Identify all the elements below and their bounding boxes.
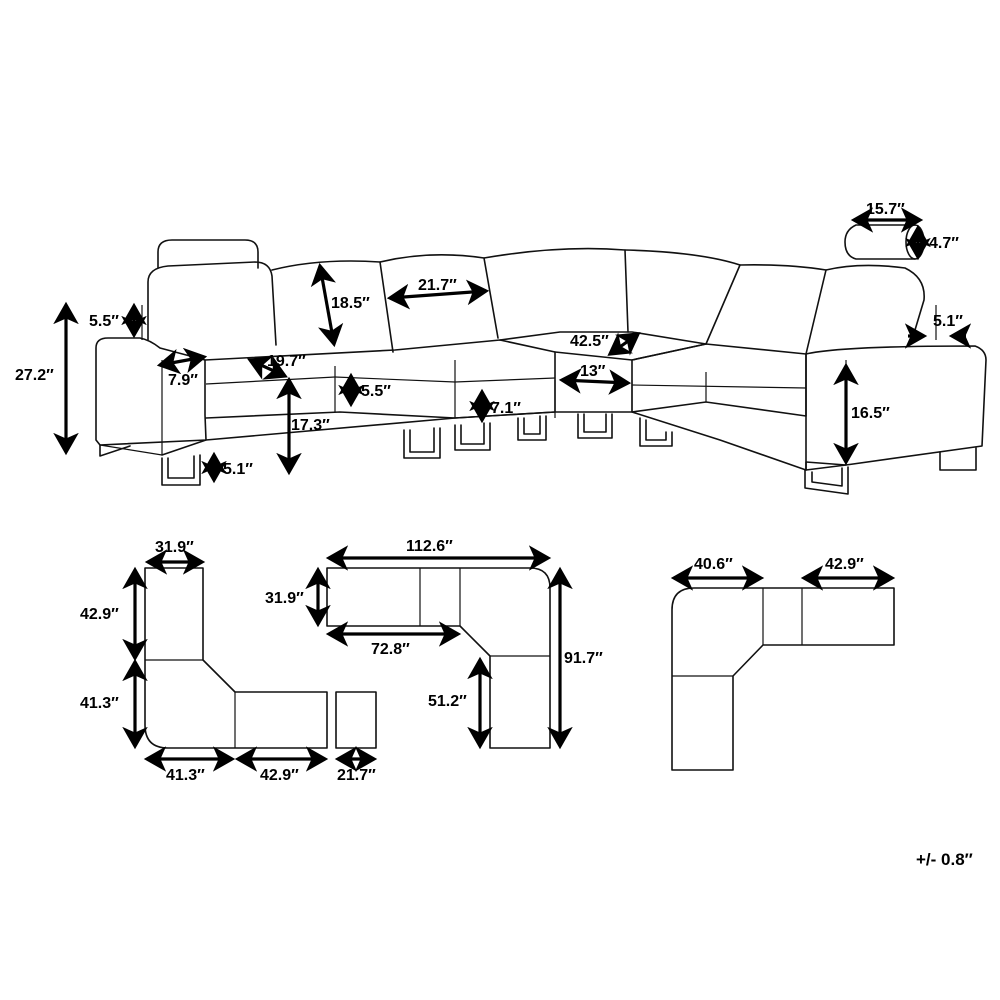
- right-headrest-end: [905, 224, 925, 260]
- plan-right-outline: [671, 587, 895, 771]
- sofa-legs: [99, 413, 977, 495]
- label-plan-left-bottom-left: 41.3″: [166, 767, 205, 784]
- label-module-width: 21.7″: [418, 277, 457, 294]
- label-total-height: 27.2″: [15, 367, 54, 384]
- label-plan-left-upper: 42.9″: [80, 606, 119, 623]
- label-plan-left-bottom-right: 42.9″: [260, 767, 299, 784]
- label-seat-cushion-height: 5.5″: [361, 383, 391, 400]
- right-headrest: [844, 224, 916, 260]
- label-plan-middle-total: 112.6″: [406, 538, 453, 555]
- sofa-front-view: [95, 224, 987, 495]
- back-cushion-4: [624, 249, 741, 345]
- label-plan-middle-inner-height: 51.2″: [428, 693, 467, 710]
- label-corner-depth: 42.5″: [570, 333, 609, 350]
- plan-right: [671, 587, 895, 771]
- back-cushion-2: [379, 254, 499, 339]
- right-armrest: [805, 345, 987, 471]
- label-ottoman-width: 21.7″: [337, 767, 376, 784]
- label-plan-middle-inner-width: 72.8″: [371, 641, 410, 658]
- label-plan-middle-total-height: 91.7″: [564, 650, 603, 667]
- right-back-cushion: [825, 264, 925, 341]
- left-armrest: [95, 337, 207, 446]
- dimension-arrows: [53, 207, 972, 772]
- label-plan-right-right: 42.9″: [825, 556, 864, 573]
- label-leg-height-left: 5.1″: [223, 461, 253, 478]
- seat-row-right: [631, 343, 807, 417]
- label-backrest-height: 18.5″: [331, 295, 370, 312]
- label-armrest-width: 7.9″: [168, 372, 198, 389]
- sofa-base: [161, 411, 847, 471]
- label-plan-left-top: 31.9″: [155, 539, 194, 556]
- label-arm-height-right: 16.5″: [851, 405, 890, 422]
- label-plan-right-left: 40.6″: [694, 556, 733, 573]
- back-cushion-3: [483, 247, 629, 333]
- ottoman-plan: [335, 691, 377, 749]
- corner-seat: [499, 331, 707, 361]
- plan-middle-outline: [326, 567, 551, 749]
- label-headrest-width: 15.7″: [866, 201, 905, 218]
- label-plan-middle-depth: 31.9″: [265, 590, 304, 607]
- label-corner-width: 13″: [580, 363, 606, 380]
- left-back-cushion: [147, 261, 277, 346]
- plan-middle: [326, 567, 551, 749]
- label-base-height: 7.1″: [491, 400, 521, 417]
- label-headrest-height: 4.7″: [929, 235, 959, 252]
- label-seat-depth: 19.7″: [267, 353, 306, 370]
- plan-left: [144, 567, 377, 749]
- back-cushion-1: [271, 260, 394, 353]
- dimension-labels: 27.2″ 5.5″ 7.9″ 19.7″ 18.5″ 21.7″ 5.5″ 1…: [15, 201, 973, 869]
- label-plan-left-lower: 41.3″: [80, 695, 119, 712]
- label-headrest-offset: 5.1″: [933, 313, 963, 330]
- left-headrest: [157, 239, 259, 269]
- tolerance-note: +/- 0.8″: [916, 850, 973, 869]
- label-armrest-drop: 5.5″: [89, 313, 119, 330]
- back-cushion-5: [739, 264, 827, 355]
- label-seat-height: 17.3″: [291, 417, 330, 434]
